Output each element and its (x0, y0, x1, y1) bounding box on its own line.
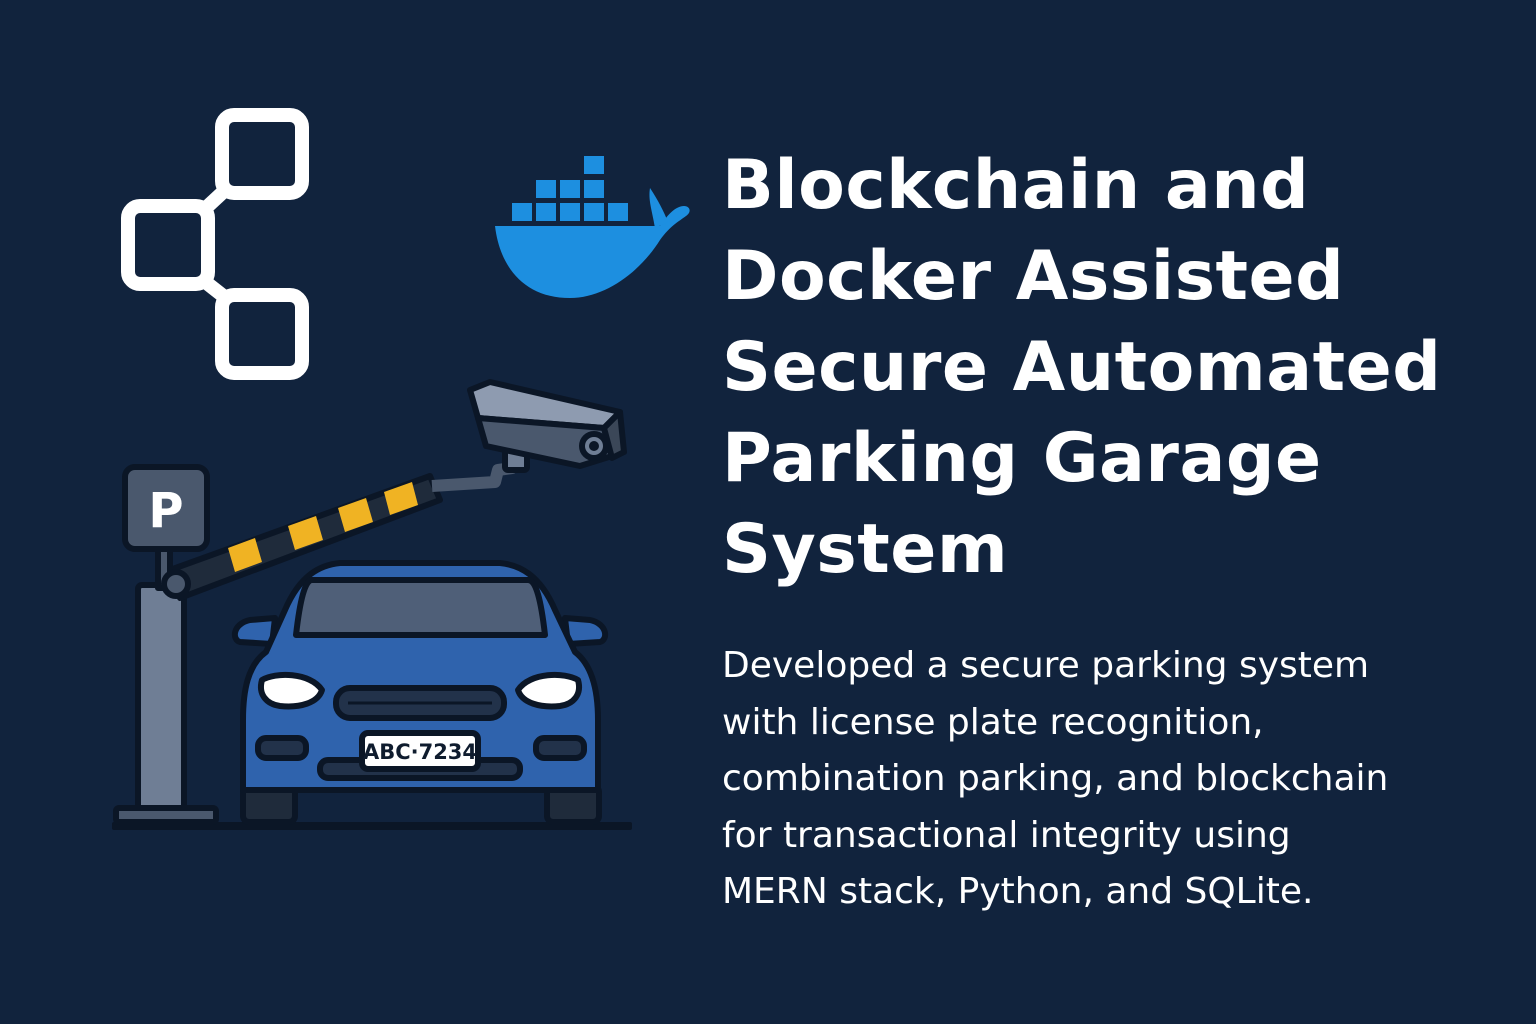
parking-sign-label: P (148, 483, 183, 539)
description-line: with license plate recognition, (722, 701, 1264, 743)
description-line: combination parking, and blockchain (722, 758, 1389, 799)
title-line: Blockchain and (722, 146, 1310, 225)
ground-line (112, 822, 632, 830)
title-line: Parking Garage (722, 419, 1322, 498)
license-plate: ABC·7234 (363, 740, 477, 764)
description: Developed a secure parking system with l… (722, 638, 1482, 921)
blockchain-icon (121, 108, 309, 380)
description-line: for transactional integrity using (722, 814, 1291, 856)
docker-whale-icon (495, 156, 690, 298)
title-line: Docker Assisted (722, 237, 1345, 316)
security-camera-icon (431, 379, 627, 492)
title-line: Secure Automated (722, 328, 1442, 407)
description-line: MERN stack, Python, and SQLite. (722, 871, 1314, 912)
barrier-gate-icon (113, 473, 443, 825)
title-line: System (722, 510, 1009, 589)
description-line: Developed a secure parking system (722, 645, 1370, 686)
parking-sign-icon: P (122, 464, 210, 552)
page-title: Blockchain and Docker Assisted Secure Au… (722, 140, 1502, 595)
car-icon (231, 560, 609, 825)
illustration: P (112, 108, 690, 830)
